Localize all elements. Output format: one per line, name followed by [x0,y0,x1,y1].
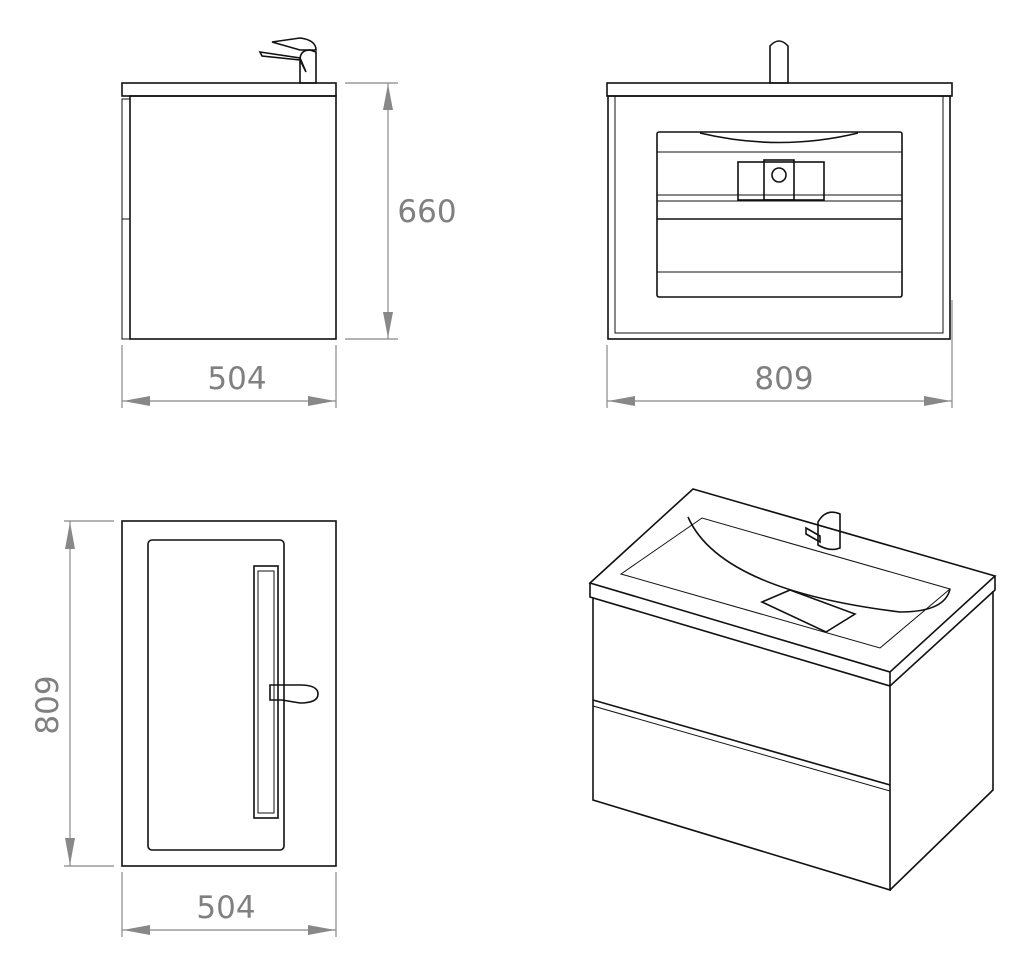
top-width-label: 504 [196,890,255,926]
faucet-icon [258,37,317,84]
faucet-icon [269,684,319,704]
isometric-view [588,488,997,892]
faucet-icon [769,40,789,84]
top-view: 809 504 [30,520,337,937]
side-view: 660 504 [121,37,457,408]
faucet-icon [805,511,841,551]
side-height-label: 660 [397,194,456,230]
top-depth-label: 809 [30,675,66,734]
front-width-label: 809 [754,361,813,397]
front-view: 809 [606,40,953,408]
side-width-label: 504 [207,361,266,397]
